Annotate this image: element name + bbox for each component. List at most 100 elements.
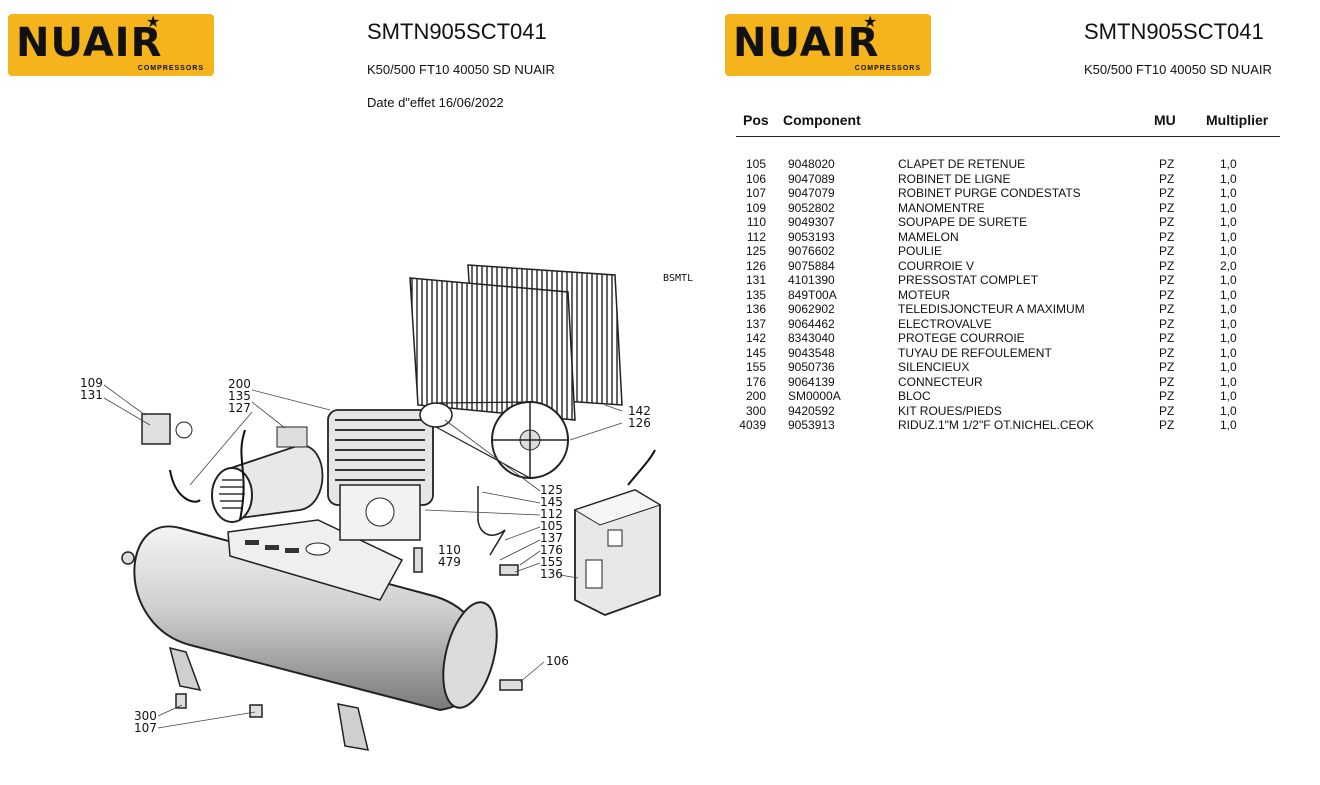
col-header-mu: MU bbox=[1154, 112, 1176, 128]
cell-pos: 110 bbox=[746, 215, 766, 229]
cell-code: 9049307 bbox=[788, 215, 835, 229]
star-icon: ★ bbox=[146, 14, 161, 31]
left-model: K50/500 FT10 40050 SD NUAIR bbox=[367, 62, 555, 77]
cell-mult: 1,0 bbox=[1220, 200, 1237, 215]
cell-mu: PZ bbox=[1159, 418, 1175, 432]
cell-pos: 105 bbox=[745, 157, 766, 171]
cell-code: 849T00A bbox=[788, 287, 837, 302]
cell-mult: 1,0 bbox=[1220, 244, 1237, 258]
cell-pos: 125 bbox=[745, 244, 766, 258]
delivery-pipe bbox=[121, 486, 523, 718]
cell-mult: 1,0 bbox=[1220, 331, 1237, 345]
cell-code: 9064139 bbox=[788, 374, 835, 389]
col-header-pos: Pos bbox=[743, 112, 769, 128]
cell-mu: PZ bbox=[1159, 403, 1175, 418]
cell-pos: 131 bbox=[745, 273, 766, 287]
cell-code: 8343040 bbox=[788, 331, 835, 345]
callout-127: 127 bbox=[228, 401, 251, 415]
cell-mult: 1,0 bbox=[1220, 374, 1237, 389]
callout-105: 105 bbox=[540, 519, 563, 533]
cell-code: 9047089 bbox=[788, 171, 835, 186]
cell-mu: PZ bbox=[1159, 273, 1175, 287]
cell-desc: ROBINET PURGE CONDESTATS bbox=[898, 186, 1081, 200]
callout-110: 110 bbox=[438, 543, 461, 557]
cell-pos: 300 bbox=[745, 403, 766, 418]
cell-mu: PZ bbox=[1159, 157, 1175, 171]
callout-137: 137 bbox=[540, 531, 563, 545]
cell-mu: PZ bbox=[1159, 331, 1175, 345]
cell-mu: PZ bbox=[1159, 186, 1175, 200]
cell-pos: 176 bbox=[745, 374, 766, 389]
cell-desc: CONNECTEUR bbox=[898, 374, 983, 389]
callout-126: 126 bbox=[628, 416, 651, 430]
cell-code: 9053193 bbox=[788, 229, 835, 244]
callout-131: 131 bbox=[80, 388, 103, 402]
cell-desc: PROTEGE COURROIE bbox=[898, 331, 1025, 345]
left-date: Date d"effet 16/06/2022 bbox=[367, 95, 504, 110]
logo-word: NUAIR bbox=[16, 20, 163, 66]
col-header-multiplier: Multiplier bbox=[1206, 112, 1269, 128]
cell-desc: SILENCIEUX bbox=[898, 360, 970, 374]
cell-code: 9064462 bbox=[788, 316, 835, 331]
callout-135: 135 bbox=[228, 389, 251, 403]
cell-desc: POULIE bbox=[898, 244, 943, 258]
right-model: K50/500 FT10 40050 SD NUAIR bbox=[1084, 62, 1272, 77]
callout-300: 300 bbox=[134, 709, 157, 723]
cell-desc: CLAPET DE RETENUE bbox=[898, 157, 1026, 171]
cell-code: 9075884 bbox=[788, 258, 835, 273]
cell-mult: 1,0 bbox=[1220, 215, 1237, 229]
callout-145: 145 bbox=[540, 495, 563, 509]
air-tank bbox=[133, 525, 498, 751]
col-header-component: Component bbox=[783, 112, 861, 128]
cell-code: 9053913 bbox=[788, 418, 835, 432]
cell-mult: 1,0 bbox=[1220, 157, 1237, 171]
cell-code: 9062902 bbox=[788, 302, 835, 316]
cell-mult: 1,0 bbox=[1220, 403, 1237, 418]
cell-desc: KIT ROUES/PIEDS bbox=[898, 403, 1002, 418]
cell-mu: PZ bbox=[1159, 345, 1175, 360]
left-doc-title: SMTN905SCT041 bbox=[367, 19, 547, 44]
cell-mult: 1,0 bbox=[1220, 389, 1237, 403]
callout-176: 176 bbox=[540, 543, 563, 557]
cell-pos: 137 bbox=[745, 316, 766, 331]
control-box bbox=[573, 449, 662, 616]
cell-code: 9047079 bbox=[788, 186, 835, 200]
cell-mu: PZ bbox=[1159, 258, 1175, 273]
cell-mult: 1,0 bbox=[1220, 302, 1237, 316]
compressor-exploded-diagram bbox=[103, 264, 662, 751]
cell-pos: 200 bbox=[745, 389, 766, 403]
logo-word: NUAIR bbox=[733, 20, 880, 66]
cell-pos: 126 bbox=[745, 258, 766, 273]
cell-code: 4101390 bbox=[788, 273, 835, 287]
cell-mu: PZ bbox=[1159, 229, 1175, 244]
cell-pos: 136 bbox=[745, 302, 766, 316]
diagram-code: BSMTL bbox=[663, 273, 694, 284]
cell-code: 9048020 bbox=[788, 157, 835, 171]
header-divider bbox=[736, 136, 1280, 137]
callout-479: 479 bbox=[438, 555, 461, 569]
cell-desc: TELEDISJONCTEUR A MAXIMUM bbox=[898, 302, 1085, 316]
cell-desc: COURROIE V bbox=[898, 258, 975, 273]
cell-pos: 135 bbox=[745, 287, 766, 302]
cell-mult: 1,0 bbox=[1220, 360, 1237, 374]
cell-pos: 155 bbox=[745, 360, 766, 374]
cell-mu: PZ bbox=[1159, 287, 1175, 302]
belt-guard bbox=[409, 264, 623, 479]
cell-mult: 2,0 bbox=[1220, 258, 1237, 273]
table-row: 126 9075884 COURROIE V PZ 2,0 bbox=[736, 259, 1296, 273]
cell-mu: PZ bbox=[1159, 171, 1175, 186]
right-doc-title: SMTN905SCT041 bbox=[1084, 19, 1264, 44]
cell-pos: 4039 bbox=[739, 418, 766, 432]
